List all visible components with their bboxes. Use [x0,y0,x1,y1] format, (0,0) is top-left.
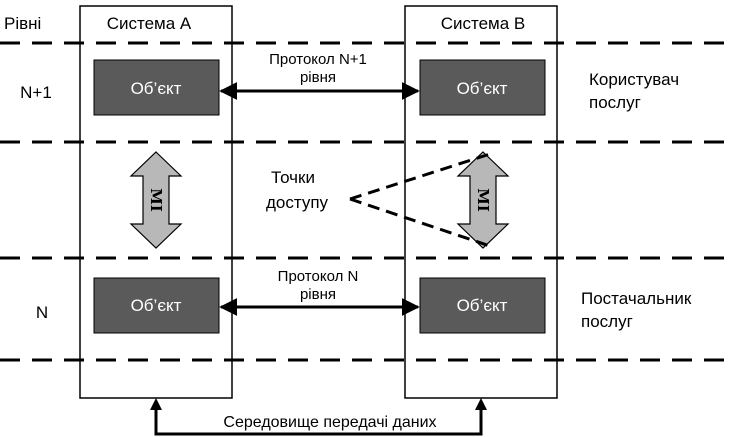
interface-label-a: МІ [147,188,165,212]
object-b-lower-label: Об’єкт [457,296,508,315]
level-lower-label: N [36,303,48,322]
interface-arrow-a [129,151,183,249]
interface-label-b: МІ [474,188,492,212]
object-a-upper [93,59,220,116]
object-a-lower [93,277,220,334]
level-upper-label: N+1 [20,83,52,102]
object-a-lower-label: Об’єкт [131,296,182,315]
role-user-line1: Користувач [589,70,679,89]
protocol-upper-label-line2: рівня [300,69,336,86]
medium-arrowhead-a [150,398,162,410]
object-b-lower [419,277,546,334]
protocol-upper-label-line1: Протокол N+1 [269,51,367,68]
access-points-label-line2: доступу [266,193,329,212]
protocol-lower-label-line1: Протокол N [278,268,359,285]
access-points-label-line1: Точки [271,168,315,187]
object-a-upper-label: Об’єкт [131,79,182,98]
role-provider-line2: послуг [581,312,633,331]
access-point-pointer-top [349,152,491,201]
medium-arrowhead-b [475,398,487,410]
system-a-title: Система А [107,14,192,33]
access-point-pointer-bottom [349,197,491,248]
system-b-title: Система В [441,14,526,33]
role-user-line2: послуг [589,93,641,112]
interface-arrow-b [456,151,510,249]
protocol-lower-label-line2: рівня [300,286,336,303]
object-b-upper [419,59,546,116]
medium-label-bg [201,410,459,432]
levels-header: Рівні [4,14,41,33]
medium-label: Середовище передачі даних [223,414,436,431]
role-provider-line1: Постачальник [581,289,692,308]
medium-connector [154,408,483,436]
object-b-upper-label: Об’єкт [457,79,508,98]
